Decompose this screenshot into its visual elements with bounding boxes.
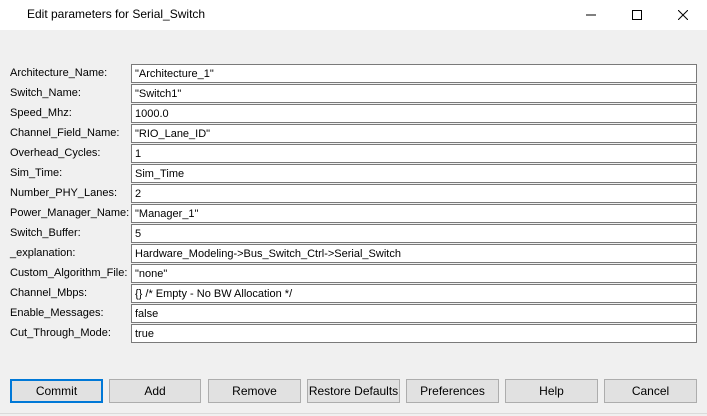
power-manager-name-input[interactable] — [131, 204, 697, 223]
bottom-divider — [0, 413, 707, 414]
param-label: Overhead_Cycles: — [10, 147, 101, 159]
param-label: Architecture_Name: — [10, 67, 108, 79]
maximize-icon — [632, 10, 642, 20]
param-label: Cut_Through_Mode: — [10, 327, 111, 339]
param-row-architecture-name: Architecture_Name: — [0, 64, 707, 84]
minimize-button[interactable] — [568, 0, 614, 30]
param-row-number-phy-lanes: Number_PHY_Lanes: — [0, 184, 707, 204]
param-label: _explanation: — [10, 247, 76, 259]
param-row-cut-through-mode: Cut_Through_Mode: — [0, 324, 707, 344]
param-label: Switch_Buffer: — [10, 227, 81, 239]
param-row-switch-buffer: Switch_Buffer: — [0, 224, 707, 244]
param-row-enable-messages: Enable_Messages: — [0, 304, 707, 324]
channel-mbps-input[interactable] — [131, 284, 697, 303]
custom-algorithm-file-input[interactable] — [131, 264, 697, 283]
switch-name-input[interactable] — [131, 84, 697, 103]
param-row-overhead-cycles: Overhead_Cycles: — [0, 144, 707, 164]
channel-field-name-input[interactable] — [131, 124, 697, 143]
param-row-channel-field-name: Channel_Field_Name: — [0, 124, 707, 144]
explanation-input[interactable] — [131, 244, 697, 263]
param-label: Power_Manager_Name: — [10, 207, 130, 219]
architecture-name-input[interactable] — [131, 64, 697, 83]
speed-mhz-input[interactable] — [131, 104, 697, 123]
minimize-icon — [586, 14, 596, 16]
restore-defaults-button[interactable]: Restore Defaults — [307, 379, 400, 403]
param-label: Channel_Mbps: — [10, 287, 88, 299]
param-row-speed-mhz: Speed_Mhz: — [0, 104, 707, 124]
cut-through-mode-input[interactable] — [131, 324, 697, 343]
param-label: Sim_Time: — [10, 167, 63, 179]
param-row-custom-algorithm-file: Custom_Algorithm_File: — [0, 264, 707, 284]
param-row-explanation: _explanation: — [0, 244, 707, 264]
overhead-cycles-input[interactable] — [131, 144, 697, 163]
param-row-power-manager-name: Power_Manager_Name: — [0, 204, 707, 224]
param-label: Switch_Name: — [10, 87, 81, 99]
cancel-button[interactable]: Cancel — [604, 379, 697, 403]
param-row-sim-time: Sim_Time: — [0, 164, 707, 184]
maximize-button[interactable] — [614, 0, 660, 30]
param-label: Channel_Field_Name: — [10, 127, 120, 139]
title-bar: Edit parameters for Serial_Switch — [0, 0, 707, 30]
preferences-button[interactable]: Preferences — [406, 379, 499, 403]
window-title: Edit parameters for Serial_Switch — [27, 7, 206, 21]
add-button[interactable]: Add — [109, 379, 201, 403]
commit-button[interactable]: Commit — [10, 379, 103, 403]
remove-button[interactable]: Remove — [208, 379, 301, 403]
help-button[interactable]: Help — [505, 379, 598, 403]
param-label: Enable_Messages: — [10, 307, 104, 319]
switch-buffer-input[interactable] — [131, 224, 697, 243]
param-label: Speed_Mhz: — [10, 107, 72, 119]
param-row-channel-mbps: Channel_Mbps: — [0, 284, 707, 304]
number-phy-lanes-input[interactable] — [131, 184, 697, 203]
param-row-switch-name: Switch_Name: — [0, 84, 707, 104]
close-icon — [678, 10, 688, 20]
close-button[interactable] — [660, 0, 706, 30]
param-label: Number_PHY_Lanes: — [10, 187, 118, 199]
param-label: Custom_Algorithm_File: — [10, 267, 128, 279]
sim-time-input[interactable] — [131, 164, 697, 183]
enable-messages-input[interactable] — [131, 304, 697, 323]
